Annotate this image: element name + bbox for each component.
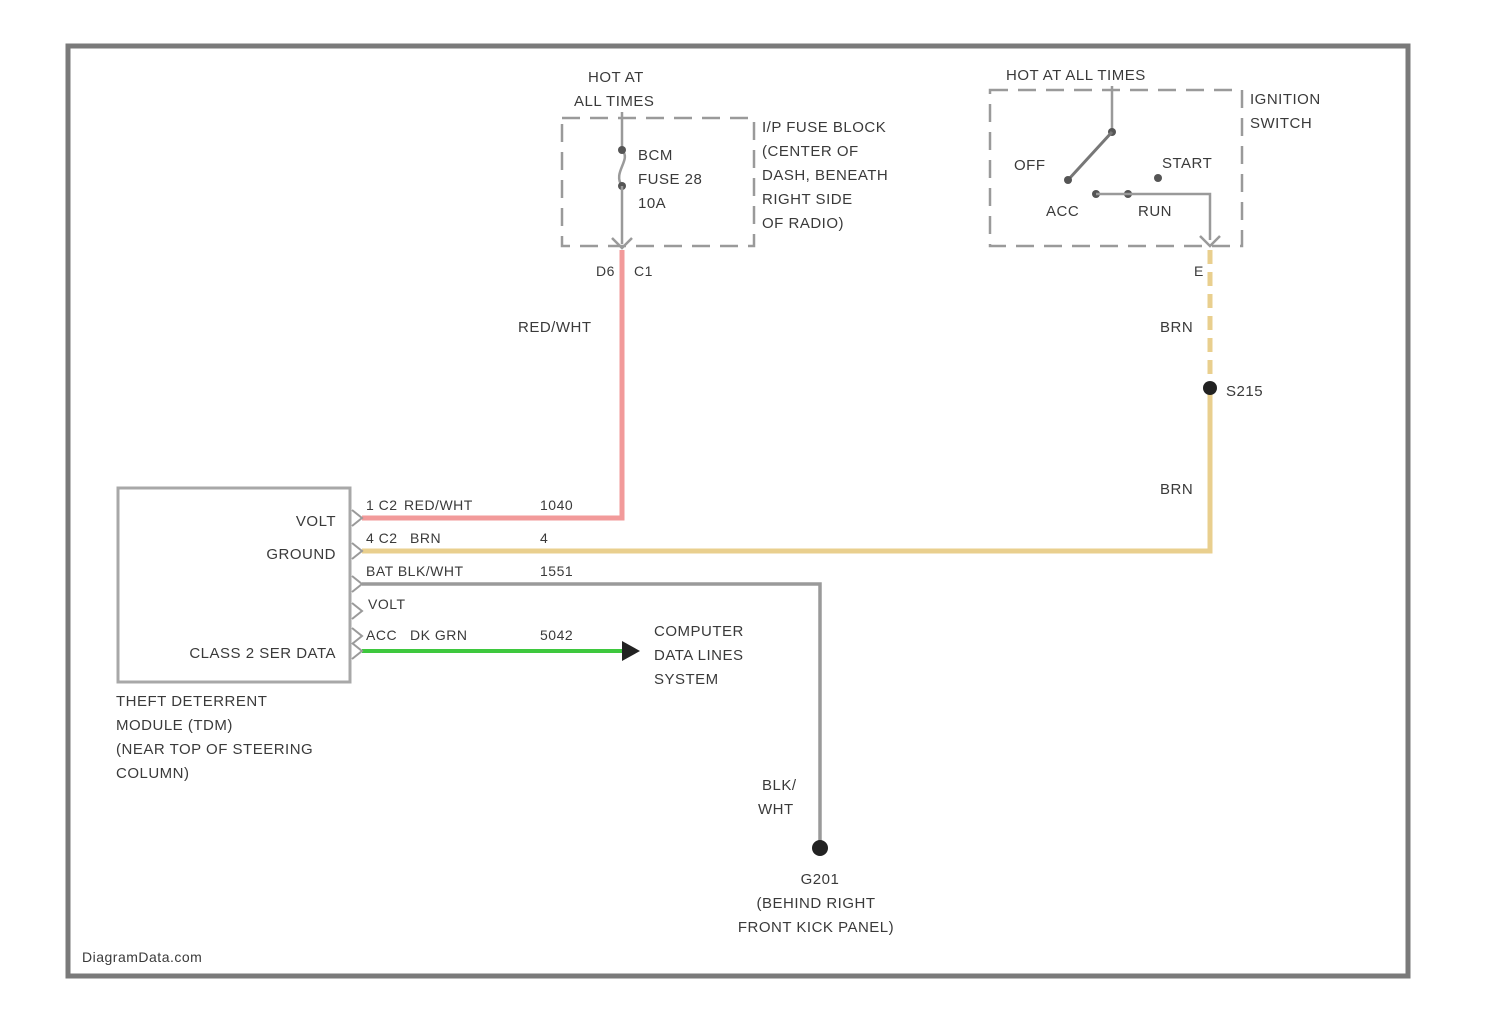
ignition-hot-label: HOT AT ALL TIMES [1006,67,1146,84]
fuse-block: HOT AT ALL TIMES BCM FUSE 28 10A I/P FUS… [562,69,888,279]
blk-wht-label-line2: WHT [758,801,794,818]
data-link-line1: COMPUTER [654,623,744,640]
ignition-title-line1: IGNITION [1250,91,1321,108]
splice-dot [1203,381,1217,395]
module-caption-line1: THEFT DETERRENT [116,693,267,710]
fuse-name-line2: FUSE 28 [638,171,702,188]
connector-chevron-1 [352,510,362,526]
row5-circuit: 5042 [540,627,573,643]
module-caption-line4: COLUMN) [116,765,190,782]
ignition-switch: HOT AT ALL TIMES IGNITION SWITCH OFF ACC… [990,67,1321,279]
module-pin-volt: VOLT [296,513,336,530]
row5-text: ACC [366,627,397,643]
connector-chevron-6 [352,643,362,659]
module-caption-line3: (NEAR TOP OF STEERING [116,741,313,758]
splice-label: S215 [1226,383,1263,400]
blk-wht-label-line1: BLK/ [762,777,797,794]
fuse-block-desc-line3: DASH, BENEATH [762,167,888,184]
fuse-connector-left: D6 [596,263,615,279]
watermark: DiagramData.com [82,949,202,965]
row1-circuit: 1040 [540,497,573,513]
ignition-title-line2: SWITCH [1250,115,1312,132]
brn-wire-label-upper: BRN [1160,319,1193,336]
connector-chevron-3 [352,576,362,592]
fuse-block-desc-line1: I/P FUSE BLOCK [762,119,886,136]
row1-color: RED/WHT [404,497,473,513]
brn-wire-label-lower: BRN [1160,481,1193,498]
fuse-hot-line2: ALL TIMES [574,93,654,110]
ground-line2: (BEHIND RIGHT [757,895,876,912]
row3-circuit: 1551 [540,563,573,579]
row1-pin: 1 C2 [366,497,398,513]
diagram-frame [68,46,1408,976]
fuse-block-desc-line2: (CENTER OF [762,143,859,160]
data-link-arrow [622,641,640,661]
ignition-off-contact [1064,176,1072,184]
ignition-pin: E [1194,263,1204,279]
fuse-block-desc-line4: RIGHT SIDE [762,191,853,208]
module-pin-data: CLASS 2 SER DATA [189,645,336,662]
blk-wht-wire [362,584,820,846]
ground-line1: G201 [801,871,840,888]
fuse-connector-right: C1 [634,263,653,279]
connector-chevron-4 [352,603,362,619]
row4-text: VOLT [368,596,406,612]
data-link-line3: SYSTEM [654,671,719,688]
row2-circuit: 4 [540,530,548,546]
module-caption-line2: MODULE (TDM) [116,717,233,734]
ignition-pos-off: OFF [1014,157,1046,174]
ground-dot [812,840,828,856]
module-pin-ground: GROUND [266,546,336,563]
connector-chevron-5 [352,628,362,644]
ignition-pos-acc: ACC [1046,203,1079,220]
row5-color: DK GRN [410,627,467,643]
row2-color: BRN [410,530,441,546]
connector-chevron-2 [352,543,362,559]
row3-text: BAT BLK/WHT [366,563,464,579]
fuse-name-line3: 10A [638,195,666,212]
data-link-line2: DATA LINES [654,647,743,664]
row2-pin: 4 C2 [366,530,398,546]
ignition-switch-blade [1068,132,1112,180]
ground-line3: FRONT KICK PANEL) [738,919,894,936]
ignition-pos-start: START [1162,155,1212,172]
red-wht-wire-label: RED/WHT [518,319,592,336]
ignition-pos-run: RUN [1138,203,1172,220]
fuse-hot-line1: HOT AT [588,69,644,86]
ignition-start-contact [1154,174,1162,182]
red-wht-wire [362,250,622,518]
fuse-terminal-top [618,146,626,154]
fuse-block-desc-line5: OF RADIO) [762,215,844,232]
fuse-element [619,150,625,186]
theft-deterrent-module: VOLT GROUND CLASS 2 SER DATA 1 C2 RED/WH… [116,488,573,782]
fuse-name-line1: BCM [638,147,673,164]
brn-wire-lower [362,388,1210,551]
